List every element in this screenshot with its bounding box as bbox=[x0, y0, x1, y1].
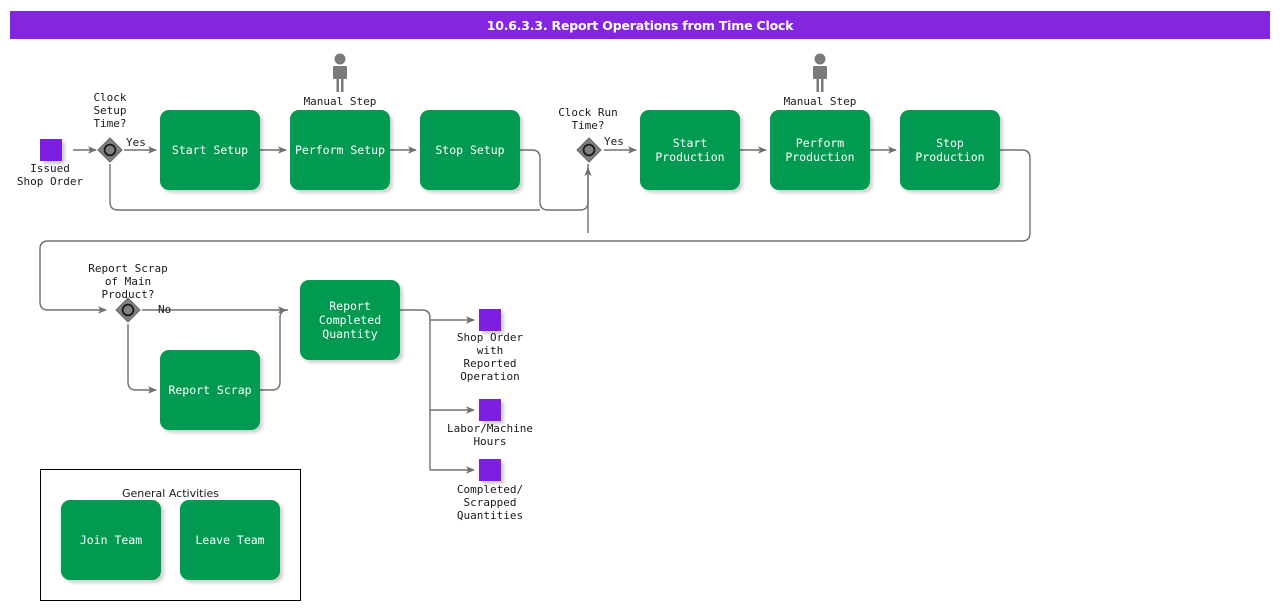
manual-step-person-icon-production bbox=[807, 52, 833, 94]
event-gateway-icon bbox=[97, 137, 123, 163]
gateway-report-scrap-label: Report Scrap of Main Product? bbox=[88, 262, 168, 301]
data-object-label-completed-scrapped: Completed/ Scrapped Quantities bbox=[456, 483, 524, 522]
general-activities-title: General Activities bbox=[121, 487, 220, 500]
task-perform-setup[interactable]: Perform Setup bbox=[290, 110, 390, 190]
connector-stop-production-to-report-scrap-gateway bbox=[39, 149, 1031, 314]
connector-report-scrap-gateway-to-report-scrap bbox=[127, 324, 157, 394]
connector-rcq-trunk bbox=[400, 309, 431, 470]
data-object-label-shop-order: Shop Order with Reported Operation bbox=[456, 331, 524, 383]
manual-step-person-icon-setup bbox=[327, 52, 353, 94]
task-start-setup[interactable]: Start Setup bbox=[160, 110, 260, 190]
connector-clock-setup-no bbox=[109, 164, 540, 211]
flow-label-clock-run-yes: Yes bbox=[604, 135, 624, 148]
manual-step-label-setup: Manual Step bbox=[303, 95, 377, 108]
connector-stop-setup-to-clock-run bbox=[520, 149, 592, 211]
gateway-clock-run-time[interactable] bbox=[576, 137, 602, 163]
task-start-production[interactable]: Start Production bbox=[640, 110, 740, 190]
task-join-team[interactable]: Join Team bbox=[61, 500, 161, 580]
task-perform-production[interactable]: Perform Production bbox=[770, 110, 870, 190]
manual-step-label-production: Manual Step bbox=[783, 95, 857, 108]
data-object-label-labor-machine-hours: Labor/Machine Hours bbox=[446, 422, 534, 448]
task-stop-setup[interactable]: Stop Setup bbox=[420, 110, 520, 190]
person-icon bbox=[333, 53, 347, 92]
connector-report-scrap-to-report-completed-quantity bbox=[260, 309, 289, 391]
gateway-clock-setup-time[interactable] bbox=[97, 137, 123, 163]
task-report-scrap[interactable]: Report Scrap bbox=[160, 350, 260, 430]
event-gateway-icon bbox=[115, 297, 141, 323]
start-data-object-label: Issued Shop Order bbox=[16, 162, 84, 188]
person-icon bbox=[813, 53, 827, 92]
event-gateway-icon bbox=[576, 137, 602, 163]
task-leave-team[interactable]: Leave Team bbox=[180, 500, 280, 580]
gateway-clock-run-time-label: Clock Run Time? bbox=[558, 106, 618, 132]
task-report-completed-quantity[interactable]: Report Completed Quantity bbox=[300, 280, 400, 360]
flow-label-report-scrap-no: No bbox=[158, 303, 172, 316]
gateway-report-scrap-of-main-product[interactable] bbox=[115, 297, 141, 323]
page-title: 10.6.3.3. Report Operations from Time Cl… bbox=[486, 17, 794, 33]
data-object-completed-scrapped-quantities[interactable] bbox=[479, 459, 501, 481]
data-object-shop-order-with-reported-operation[interactable] bbox=[479, 309, 501, 331]
gateway-clock-setup-time-label: Clock Setup Time? bbox=[93, 91, 127, 130]
flow-label-clock-setup-yes: Yes bbox=[126, 136, 146, 149]
diagram-title-bar: 10.6.3.3. Report Operations from Time Cl… bbox=[10, 11, 1270, 39]
data-object-labor-machine-hours[interactable] bbox=[479, 399, 501, 421]
task-stop-production[interactable]: Stop Production bbox=[900, 110, 1000, 190]
start-data-object-issued-shop-order[interactable] bbox=[40, 139, 62, 161]
